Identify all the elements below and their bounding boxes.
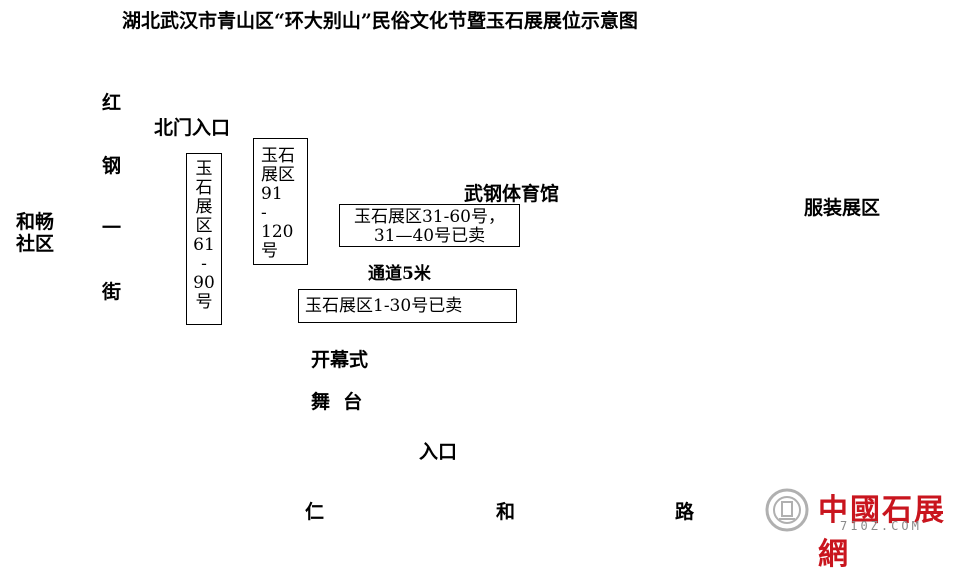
hechang-community-label: 和畅 社区 (16, 211, 55, 255)
road-char-1: 仁 (305, 501, 325, 523)
wugang-gym-label: 武钢体育馆 (464, 183, 560, 205)
north-gate-label: 北门入口 (154, 117, 231, 139)
booth-31-60-box: 玉石展区31-60号， 31—40号已卖 (339, 204, 520, 247)
booth-61-90-box: 玉 石 展 区 61 - 90 号 (186, 153, 222, 325)
passage-label: 通道5米 (368, 264, 431, 284)
street-char-2: 钢 (102, 155, 122, 177)
site-logo-icon (765, 488, 809, 532)
page-title: 湖北武汉市青山区“环大别山”民俗文化节暨玉石展展位示意图 (122, 10, 638, 32)
stage-label: 舞 台 (311, 391, 363, 413)
street-char-4: 街 (102, 281, 122, 303)
clothing-area-label: 服装展区 (804, 197, 881, 219)
booth-91-120-box: 玉石 展区 91 - 120 号 (253, 138, 308, 265)
main-entrance-label: 入口 (419, 441, 458, 463)
road-char-2: 和 (496, 501, 516, 523)
road-char-3: 路 (675, 501, 695, 523)
site-watermark: 中國石展網 710Z.COM (764, 485, 954, 572)
opening-ceremony-label: 开幕式 (311, 349, 369, 371)
booth-1-30-box: 玉石展区1-30号已卖 (298, 289, 517, 323)
watermark-url: 710Z.COM (840, 519, 922, 533)
street-char-3: 一 (102, 217, 122, 239)
watermark-text: 中國石展網 (818, 493, 946, 572)
street-char-1: 红 (102, 92, 122, 114)
